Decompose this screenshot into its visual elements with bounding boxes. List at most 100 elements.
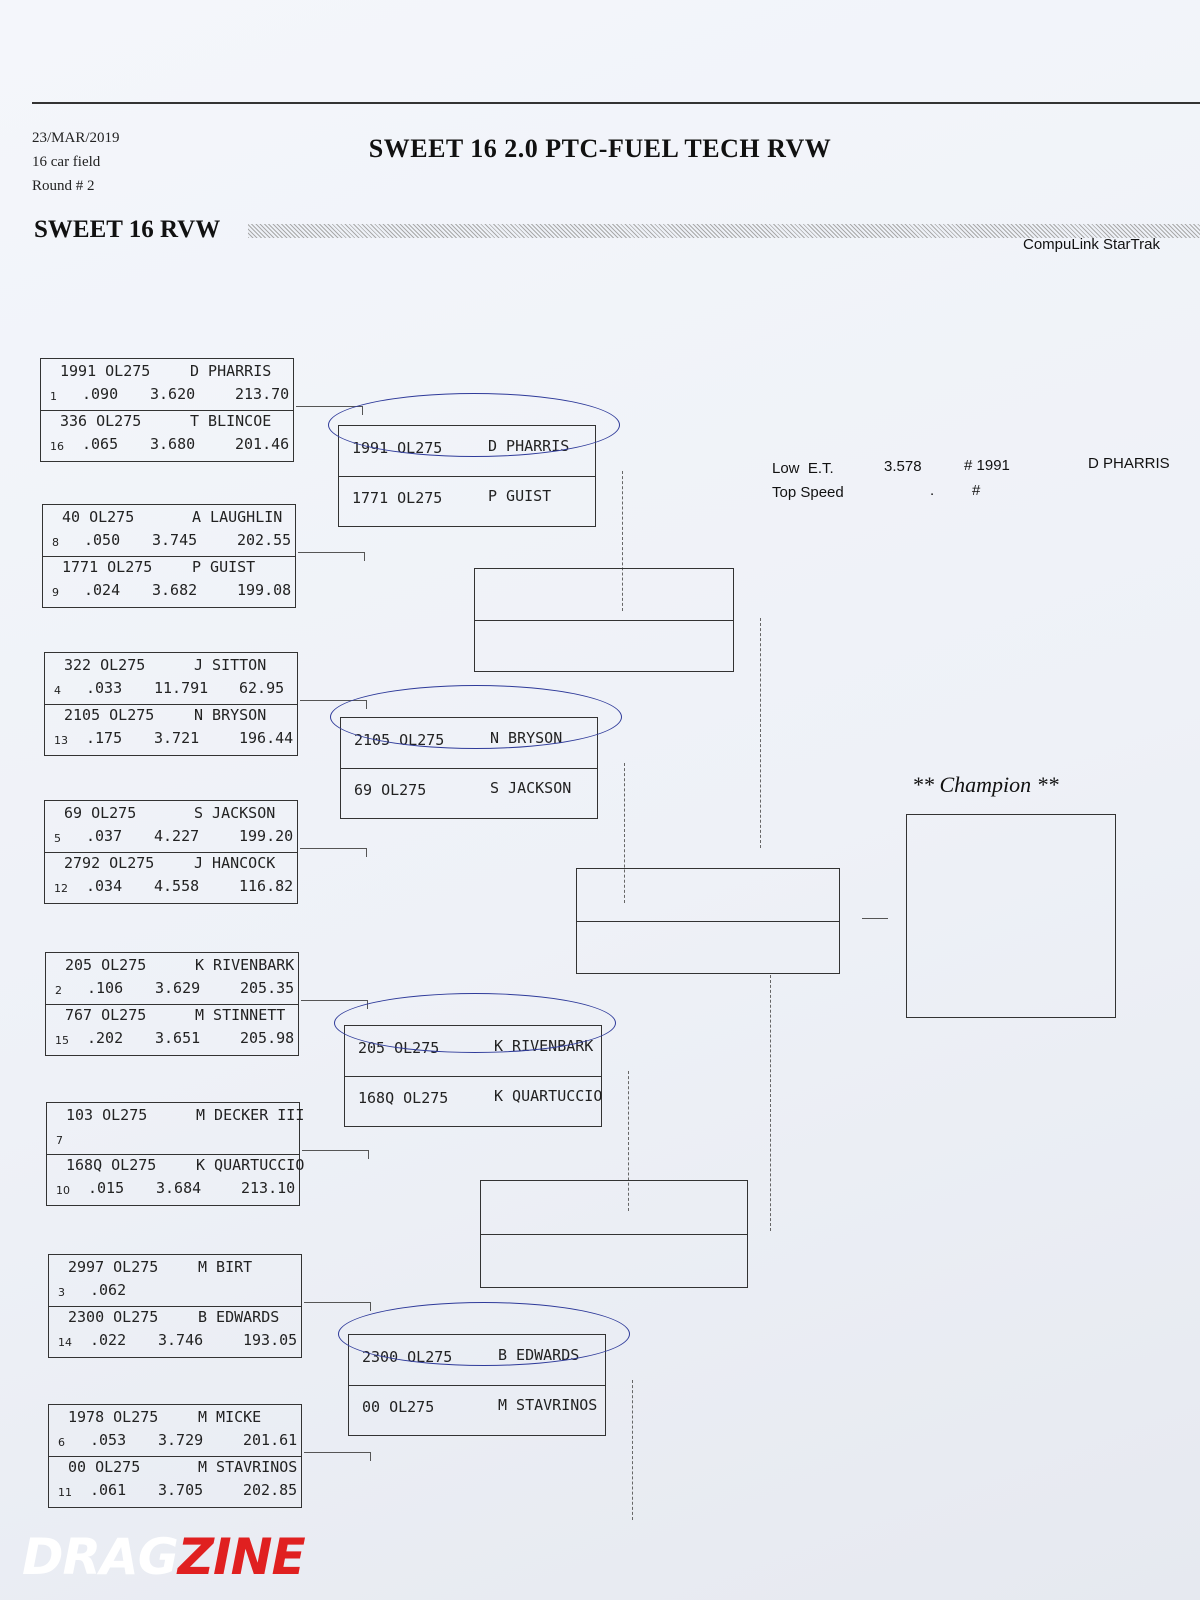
r1-driver-name: P GUIST xyxy=(192,558,256,576)
r3-divider xyxy=(475,620,733,621)
winner-oval xyxy=(334,993,616,1053)
r1-reaction-time: .022 xyxy=(90,1331,127,1349)
r2-car-number: 1771 OL275 xyxy=(352,489,443,507)
final-divider xyxy=(577,921,839,922)
winner-oval xyxy=(328,393,620,457)
top-speed-value: . xyxy=(930,482,935,499)
r1-speed: 205.98 xyxy=(240,1029,295,1047)
r1-divider xyxy=(41,410,293,411)
r1-reaction-time: .106 xyxy=(87,979,124,997)
r1-seed: 11 xyxy=(58,1486,72,1499)
r2-divider xyxy=(349,1385,605,1386)
r1-driver-name: D PHARRIS xyxy=(190,362,272,380)
final-matchup-box xyxy=(576,868,840,974)
r1-seed: 12 xyxy=(54,882,68,895)
header-rule xyxy=(32,102,1200,104)
r1-matchup-box xyxy=(42,504,296,608)
r1-seed: 9 xyxy=(52,586,59,599)
r1-divider xyxy=(46,1004,298,1005)
r1-driver-name: S JACKSON xyxy=(194,804,276,822)
r2-connector xyxy=(622,471,623,611)
final-connector xyxy=(862,918,888,920)
winner-oval xyxy=(338,1302,630,1366)
r1-car-number: 2300 OL275 xyxy=(68,1308,159,1326)
r3-connector xyxy=(770,975,771,1231)
r2-divider xyxy=(339,476,595,477)
r2-connector xyxy=(632,1380,633,1520)
r1-matchup-box xyxy=(44,800,298,904)
r1-matchup-box xyxy=(44,652,298,756)
r1-speed: 201.46 xyxy=(235,435,290,453)
r1-matchup-box xyxy=(45,952,299,1056)
r1-seed: 4 xyxy=(54,684,61,697)
r2-divider xyxy=(345,1076,601,1077)
r1-elapsed-time: 3.721 xyxy=(154,729,200,747)
r1-car-number: 205 OL275 xyxy=(65,956,147,974)
r1-connector xyxy=(298,552,365,561)
r1-driver-name: A LAUGHLIN xyxy=(192,508,283,526)
r2-driver-name: S JACKSON xyxy=(490,779,572,797)
r1-seed: 13 xyxy=(54,734,68,747)
r1-elapsed-time: 3.746 xyxy=(158,1331,204,1349)
r1-reaction-time: .053 xyxy=(90,1431,127,1449)
low-et-driver: D PHARRIS xyxy=(1088,455,1170,472)
r1-seed: 7 xyxy=(56,1134,63,1147)
r1-car-number: 69 OL275 xyxy=(64,804,137,822)
r2-connector xyxy=(624,763,625,903)
r1-divider xyxy=(47,1154,299,1155)
r1-elapsed-time: 4.558 xyxy=(154,877,200,895)
r1-seed: 14 xyxy=(58,1336,72,1349)
r1-reaction-time: .024 xyxy=(84,581,121,599)
r1-driver-name: M MICKE xyxy=(198,1408,262,1426)
event-date: 23/MAR/2019 xyxy=(32,130,120,146)
r1-speed: 196.44 xyxy=(239,729,294,747)
r1-divider xyxy=(45,704,297,705)
r1-car-number: 767 OL275 xyxy=(65,1006,147,1024)
r1-divider xyxy=(49,1306,301,1307)
r1-speed: 213.10 xyxy=(241,1179,296,1197)
r1-elapsed-time: 3.651 xyxy=(155,1029,201,1047)
r1-matchup-box xyxy=(46,1102,300,1206)
r1-elapsed-time: 3.729 xyxy=(158,1431,204,1449)
r1-speed: 193.05 xyxy=(243,1331,298,1349)
r1-seed: 2 xyxy=(55,984,62,997)
r1-seed: 3 xyxy=(58,1286,65,1299)
r1-driver-name: T BLINCOE xyxy=(190,412,272,430)
r1-car-number: 2997 OL275 xyxy=(68,1258,159,1276)
r1-seed: 6 xyxy=(58,1436,65,1449)
r2-car-number: 00 OL275 xyxy=(362,1398,435,1416)
r1-elapsed-time: 11.791 xyxy=(154,679,209,697)
r1-driver-name: J HANCOCK xyxy=(194,854,276,872)
r1-car-number: 1991 OL275 xyxy=(60,362,151,380)
r1-driver-name: J SITTON xyxy=(194,656,267,674)
r1-driver-name: M BIRT xyxy=(198,1258,253,1276)
r1-connector xyxy=(304,1302,371,1311)
hatch-divider xyxy=(248,224,1200,238)
r1-speed: 116.82 xyxy=(239,877,294,895)
r3-divider xyxy=(481,1234,747,1235)
r1-divider xyxy=(49,1456,301,1457)
field-size: 16 car field xyxy=(32,154,101,170)
r1-speed: 199.08 xyxy=(237,581,292,599)
top-speed-car: # xyxy=(972,482,981,499)
r1-car-number: 00 OL275 xyxy=(68,1458,141,1476)
r2-divider xyxy=(341,768,597,769)
r1-reaction-time: .065 xyxy=(82,435,119,453)
r1-speed: 201.61 xyxy=(243,1431,298,1449)
r3-matchup-box xyxy=(480,1180,748,1288)
r1-car-number: 1771 OL275 xyxy=(62,558,153,576)
r1-divider xyxy=(45,852,297,853)
r1-elapsed-time: 3.745 xyxy=(152,531,198,549)
r1-speed: 202.55 xyxy=(237,531,292,549)
logo-part-2: ZINE xyxy=(177,1528,306,1586)
r1-seed: 5 xyxy=(54,832,61,845)
r1-connector xyxy=(302,1150,369,1159)
r1-seed: 8 xyxy=(52,536,59,549)
low-et-label: Low E.T. xyxy=(772,460,834,477)
r2-driver-name: M STAVRINOS xyxy=(498,1396,598,1414)
dragzine-logo: DRAGZINE xyxy=(22,1528,306,1586)
r1-seed: 16 xyxy=(50,440,64,453)
r1-driver-name: B EDWARDS xyxy=(198,1308,280,1326)
r1-elapsed-time: 3.629 xyxy=(155,979,201,997)
r2-car-number: 69 OL275 xyxy=(354,781,427,799)
